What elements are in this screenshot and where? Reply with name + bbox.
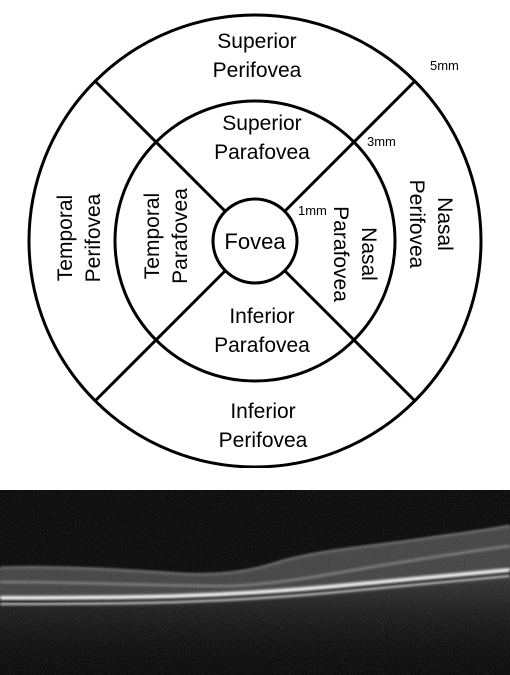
inferior-perifovea-line-2: Perifovea — [219, 429, 308, 452]
inner-ring-1mm — [211, 197, 299, 285]
superior-perifovea-line-2: Perifovea — [213, 59, 302, 82]
divider-upper-left — [93, 79, 227, 213]
radius-label-1mm: 1mm — [298, 203, 327, 218]
temporal-parafovea-line-2: Parafovea — [169, 188, 192, 284]
temporal-parafovea-line-1: Temporal — [141, 193, 164, 279]
speckle-noise — [0, 490, 510, 675]
inferior-parafovea-label: Inferior Parafovea — [214, 305, 310, 357]
nasal-parafovea-label: Nasal Parafovea — [329, 206, 380, 302]
nasal-parafovea-line-2: Parafovea — [329, 206, 352, 302]
nasal-perifovea-line-1: Nasal — [433, 197, 456, 251]
inferior-parafovea-line-1: Inferior — [229, 305, 294, 328]
nasal-parafovea-line-1: Nasal — [357, 227, 380, 281]
superior-perifovea-label: Superior Perifovea — [213, 30, 302, 82]
nasal-perifovea-label: Nasal Perifovea — [405, 180, 456, 269]
divider-lower-right — [283, 269, 417, 403]
divider-upper-right — [283, 79, 417, 213]
temporal-perifovea-line-1: Temporal — [54, 195, 77, 281]
middle-ring-3mm — [113, 99, 397, 383]
superior-perifovea-line-1: Superior — [217, 30, 296, 53]
superior-parafovea-line-2: Parafovea — [214, 141, 310, 164]
outer-ring-5mm — [27, 13, 483, 468]
inferior-perifovea-line-1: Inferior — [230, 400, 295, 423]
oct-b-scan-image — [0, 490, 510, 675]
superior-parafovea-line-1: Superior — [222, 112, 301, 135]
nasal-perifovea-line-2: Perifovea — [405, 180, 428, 269]
superior-parafovea-label: Superior Parafovea — [214, 112, 310, 164]
inferior-parafovea-line-2: Parafovea — [214, 334, 310, 357]
etdrs-grid-diagram: 5mm 3mm 1mm Fovea Superior Perifovea Inf… — [27, 13, 483, 468]
inferior-perifovea-label: Inferior Perifovea — [219, 400, 308, 452]
radius-label-5mm: 5mm — [430, 58, 459, 73]
radius-label-3mm: 3mm — [367, 134, 396, 149]
temporal-parafovea-label: Temporal Parafovea — [141, 188, 192, 284]
fovea-label: Fovea — [224, 229, 286, 254]
divider-lower-left — [93, 269, 227, 403]
temporal-perifovea-line-2: Perifovea — [82, 193, 105, 282]
temporal-perifovea-label: Temporal Perifovea — [54, 193, 105, 282]
